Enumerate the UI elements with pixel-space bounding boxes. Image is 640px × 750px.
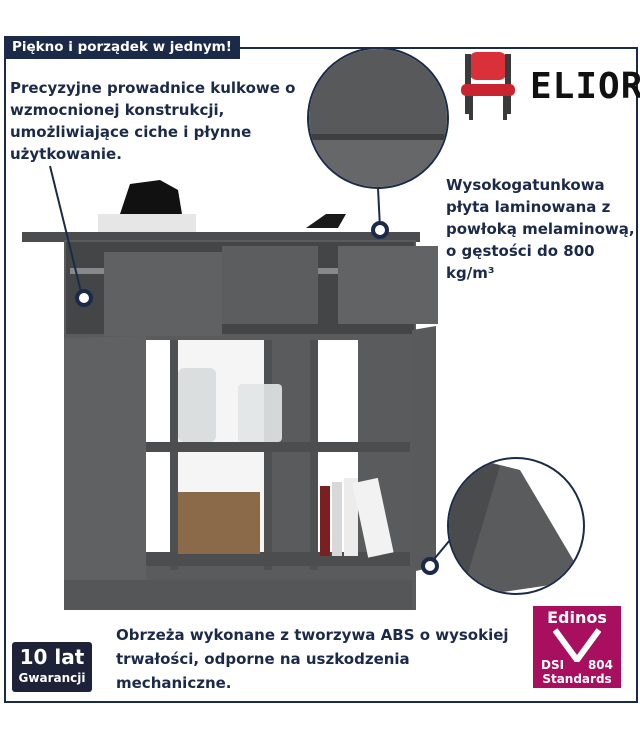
warranty-label: Gwarancji xyxy=(18,671,86,685)
door-left xyxy=(64,336,146,606)
cabinet-top xyxy=(22,232,420,242)
bear-figure xyxy=(120,180,182,214)
brand-name: ELIOR xyxy=(530,66,640,107)
header-badge: Piękno i porządek w jednym! xyxy=(4,36,240,59)
certificate-badge: Edinos DSI 804 Standards xyxy=(533,606,621,688)
warranty-years: 10 lat xyxy=(19,645,85,669)
callout-board-material: Wysokogatunkowa płyta laminowana z powło… xyxy=(446,176,635,282)
door-right xyxy=(412,326,436,572)
callout-drawer-slides: Precyzyjne prowadnice kulkowe o wzmocnio… xyxy=(10,79,296,163)
content-frame xyxy=(4,47,638,703)
callout-abs-edges: Obrzeża wykonane z tworzywa ABS o wysoki… xyxy=(116,626,509,692)
shelf xyxy=(146,442,410,452)
chair-icon xyxy=(461,52,515,120)
certificate-right: 804 xyxy=(587,658,613,672)
basket xyxy=(178,492,260,554)
certificate-bottom: Standards xyxy=(542,672,612,686)
drawer-right xyxy=(338,246,438,324)
drawer-left xyxy=(104,252,222,336)
certificate-left: DSI xyxy=(541,658,565,672)
certificate-title: Edinos xyxy=(547,608,607,627)
checkmark-icon xyxy=(553,628,601,662)
drawer-middle xyxy=(222,246,318,324)
warranty-badge: 10 lat Gwarancji xyxy=(12,642,92,692)
